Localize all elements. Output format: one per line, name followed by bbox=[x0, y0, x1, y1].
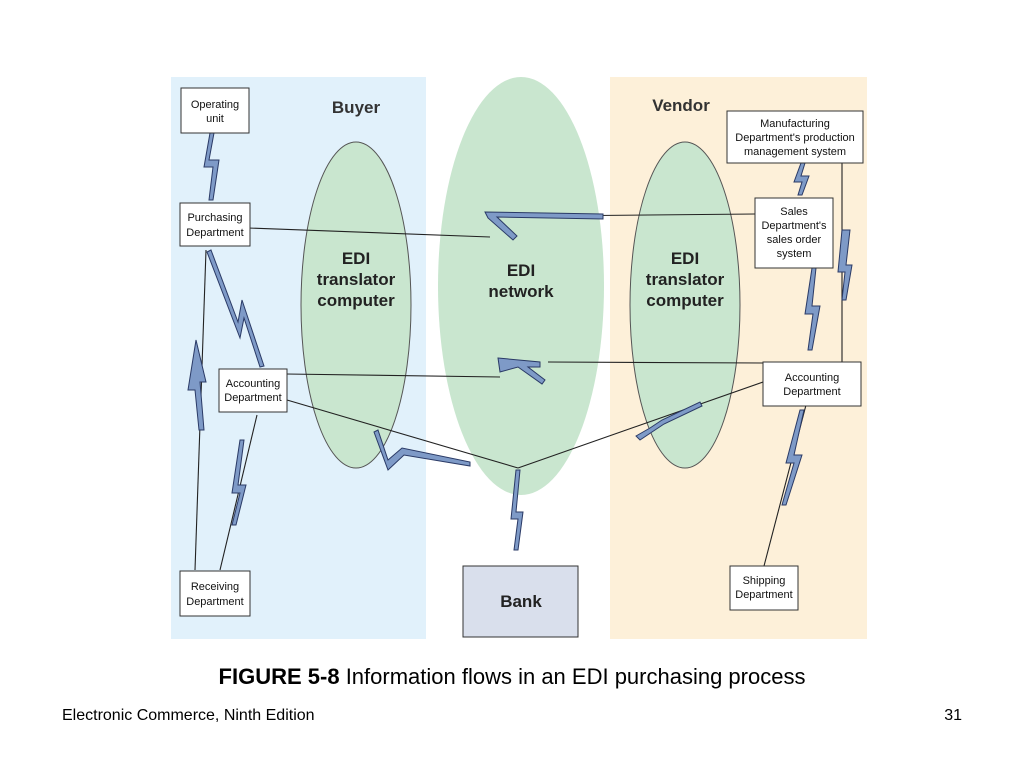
shipping-box: Shipping Department bbox=[729, 565, 799, 611]
buyer-accounting-line: Accounting bbox=[226, 378, 280, 390]
figure-caption-text: Information flows in an EDI purchasing p… bbox=[345, 664, 806, 689]
vendor-title: Vendor bbox=[652, 96, 710, 115]
buyer-accounting-line: Department bbox=[224, 392, 281, 404]
bolt-accounting-shipping bbox=[781, 409, 805, 506]
bolt-operating-purchasing bbox=[203, 132, 220, 201]
vendor-translator-line: computer bbox=[646, 291, 724, 310]
sales-line: system bbox=[777, 248, 812, 260]
bolt-manufacturing-accounting bbox=[837, 229, 853, 301]
purchasing-line: Purchasing bbox=[187, 212, 242, 224]
manufacturing-box: Manufacturing Department's production ma… bbox=[726, 110, 864, 164]
bolt-operating-receiving bbox=[187, 339, 207, 431]
vendor-accounting-line: Department bbox=[783, 386, 840, 398]
manufacturing-line: Manufacturing bbox=[760, 118, 830, 130]
bolt-purchasing-accounting bbox=[206, 249, 265, 368]
receiving-line: Department bbox=[186, 596, 243, 608]
vendor-accounting-line: Accounting bbox=[785, 372, 839, 384]
bolt-manufacturing-sales bbox=[793, 162, 810, 196]
bolt-bank-network bbox=[510, 469, 524, 551]
sales-line: Sales bbox=[780, 206, 808, 218]
manufacturing-line: management system bbox=[744, 146, 846, 158]
edi-network-ellipse bbox=[438, 77, 604, 495]
vendor-translator-label: EDI translator computer bbox=[646, 249, 725, 310]
bolt-accounting-receiving bbox=[231, 439, 247, 526]
operating-unit-line: Operating bbox=[191, 99, 239, 111]
vendor-accounting-box: Accounting Department bbox=[762, 361, 862, 407]
vendor-translator-line: translator bbox=[646, 270, 725, 289]
shipping-line: Department bbox=[735, 589, 792, 601]
bolt-accounting-network bbox=[497, 357, 546, 385]
footer-book-title: Electronic Commerce, Ninth Edition bbox=[62, 707, 315, 724]
network-line: EDI bbox=[507, 261, 535, 280]
buyer-title: Buyer bbox=[332, 98, 381, 117]
purchasing-box: Purchasing Department bbox=[179, 202, 251, 247]
receiving-box: Receiving Department bbox=[179, 570, 251, 617]
buyer-translator-line: translator bbox=[317, 270, 396, 289]
bolt-purchasing-network bbox=[484, 211, 604, 241]
bank-label: Bank bbox=[500, 592, 542, 611]
sales-line: sales order bbox=[767, 234, 822, 246]
operating-unit-line: unit bbox=[206, 113, 224, 125]
network-label: EDI network bbox=[488, 261, 554, 301]
bolt-sales-accounting bbox=[804, 267, 821, 351]
sales-box: Sales Department's sales order system bbox=[754, 197, 834, 269]
buyer-translator-label: EDI translator computer bbox=[317, 249, 396, 310]
purchasing-line: Department bbox=[186, 227, 243, 239]
buyer-translator-ellipse bbox=[300, 141, 412, 469]
vendor-translator-ellipse bbox=[629, 141, 741, 469]
buyer-accounting-box: Accounting Department bbox=[218, 368, 288, 413]
network-line: network bbox=[488, 282, 554, 301]
bolt-buyer-bank bbox=[373, 429, 471, 471]
figure-number: FIGURE 5-8 bbox=[218, 664, 340, 689]
shipping-line: Shipping bbox=[743, 575, 786, 587]
bolt-vendor-bank bbox=[635, 401, 703, 441]
bolt-links bbox=[187, 132, 853, 551]
receiving-line: Receiving bbox=[191, 581, 239, 593]
operating-unit-box: Operating unit bbox=[180, 87, 250, 134]
figure-caption: FIGURE 5-8 Information flows in an EDI p… bbox=[0, 664, 1024, 690]
bank-box: Bank bbox=[462, 565, 579, 638]
manufacturing-line: Department's production bbox=[735, 132, 855, 144]
buyer-translator-line: computer bbox=[317, 291, 395, 310]
vendor-translator-line: EDI bbox=[671, 249, 699, 268]
buyer-translator-line: EDI bbox=[342, 249, 370, 268]
footer-page-number: 31 bbox=[944, 707, 962, 724]
sales-line: Department's bbox=[761, 220, 827, 232]
